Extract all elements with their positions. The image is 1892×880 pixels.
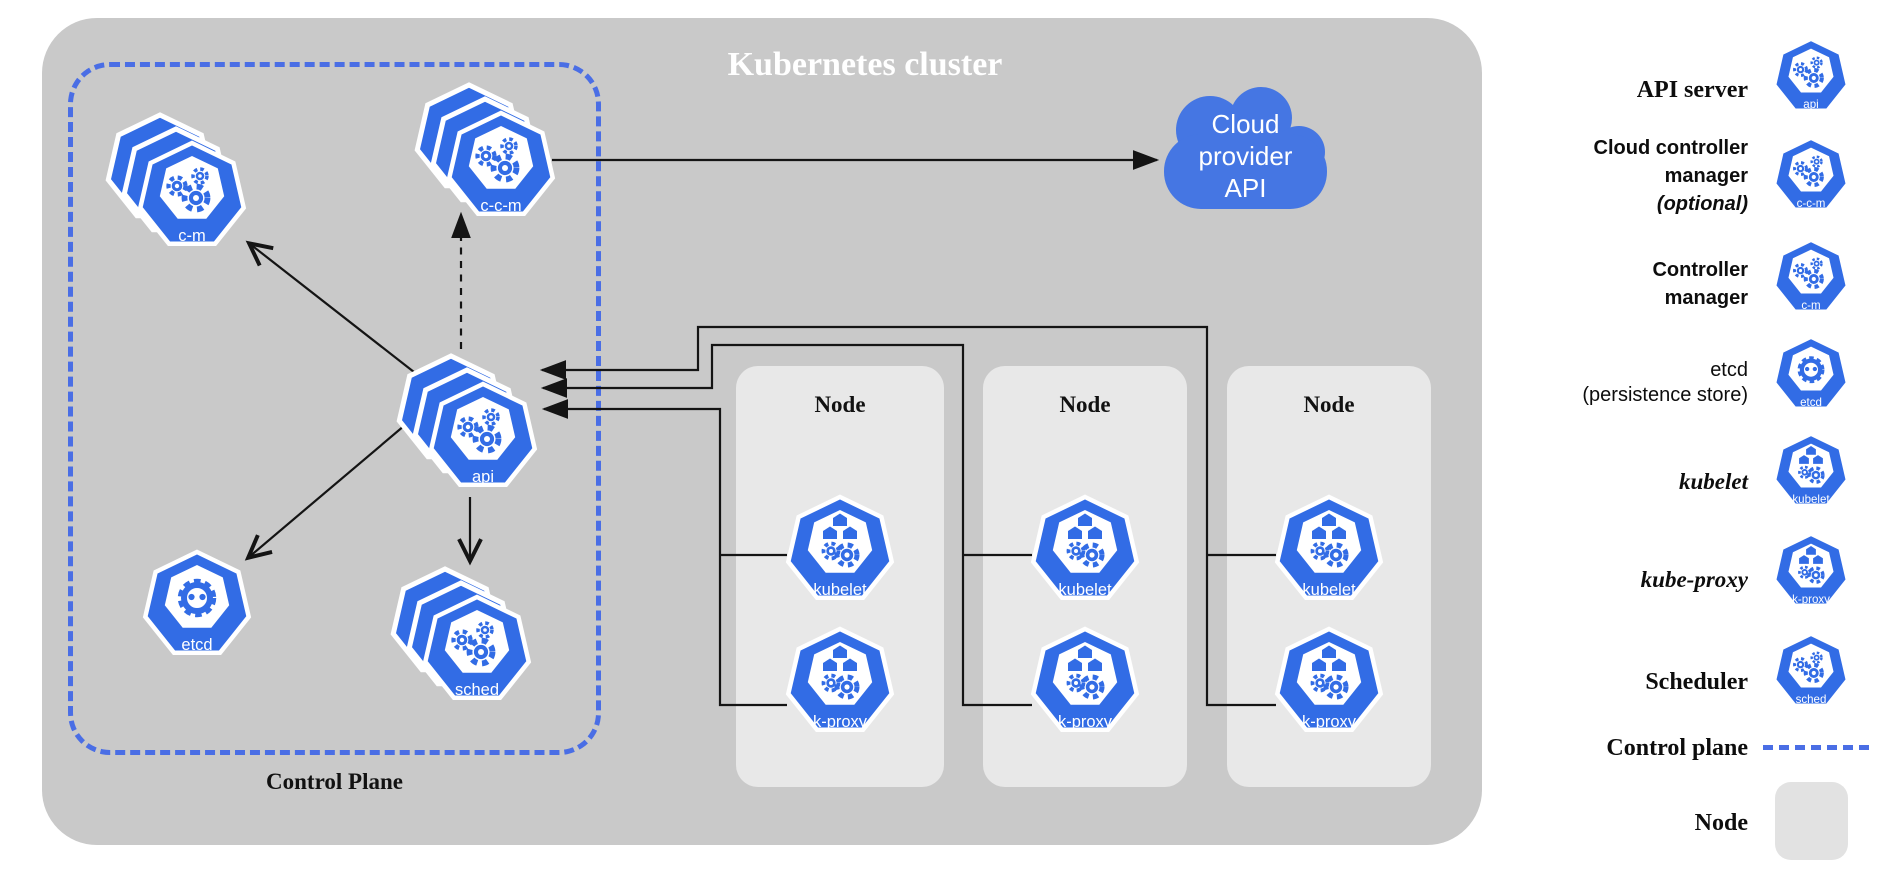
svg-text:k-proxy: k-proxy	[1058, 713, 1113, 731]
svg-text:api: api	[472, 468, 494, 486]
svg-text:kubelet: kubelet	[1058, 581, 1112, 599]
legend-label-line: (persistence store)	[1582, 384, 1748, 406]
legend-label-line: manager	[1664, 287, 1748, 309]
cloud-label-line2: provider	[1198, 141, 1293, 171]
legend-icon-kubelet: kubelet	[1741, 403, 1859, 526]
node-title: Node	[1303, 392, 1355, 417]
kube-proxy-icon-node1: k-proxy	[740, 584, 908, 757]
legend-label-control-plane: Control plane	[1606, 734, 1748, 762]
kubelet-icon-node1: kubelet	[740, 452, 908, 625]
svg-text:sched: sched	[455, 681, 499, 699]
svg-text:kubelet: kubelet	[813, 581, 867, 599]
cloud-controller-manager-icon: c-c-m	[401, 68, 569, 241]
legend-label-line: Cloud controller	[1593, 137, 1748, 159]
legend-label-cloud-controller: Cloud controller manager (optional)	[1594, 134, 1748, 218]
legend-label-controller: Controller manager	[1652, 256, 1748, 312]
cloud-icon	[1164, 87, 1327, 209]
legend-icon-sched: sched	[1741, 603, 1859, 726]
legend-label-line: API server	[1636, 77, 1748, 103]
kube-proxy-icon-node2: k-proxy	[985, 584, 1153, 757]
svg-text:etcd: etcd	[181, 636, 212, 654]
kubelet-icon-node3: kubelet	[1229, 452, 1397, 625]
svg-text:etcd: etcd	[1800, 397, 1822, 409]
kube-proxy-icon-node3: k-proxy	[1229, 584, 1397, 757]
svg-text:c-m: c-m	[1801, 300, 1820, 312]
legend-label-line: Scheduler	[1645, 669, 1748, 695]
svg-text:k-proxy: k-proxy	[1302, 713, 1357, 731]
svg-text:c-m: c-m	[178, 227, 206, 245]
legend-icon-api: api	[1741, 8, 1859, 131]
legend-label-etcd: etcd (persistence store)	[1582, 358, 1748, 408]
legend-node-swatch	[1775, 782, 1848, 860]
etcd-icon: etcd	[97, 507, 265, 680]
legend-icon-c-c-m: c-c-m	[1741, 107, 1859, 230]
node-title: Node	[814, 392, 866, 417]
svg-text:kubelet: kubelet	[1302, 581, 1356, 599]
legend-label-api-server: API server	[1637, 76, 1748, 104]
legend-icon-c-m: c-m	[1741, 209, 1859, 332]
svg-text:c-c-m: c-c-m	[480, 197, 521, 215]
svg-text:k-proxy: k-proxy	[813, 713, 868, 731]
svg-text:c-c-m: c-c-m	[1797, 198, 1826, 210]
control-plane-label: Control Plane	[266, 769, 403, 794]
legend-label-line: (optional)	[1656, 193, 1748, 215]
cloud-provider-api-shape	[1164, 87, 1327, 209]
svg-text:kubelet: kubelet	[1792, 494, 1830, 506]
legend-label-line: Controller	[1652, 259, 1748, 281]
legend-label-scheduler: Scheduler	[1645, 668, 1748, 696]
scheduler-icon: sched	[377, 552, 545, 725]
cloud-label-line3: API	[1224, 173, 1267, 203]
node-title: Node	[1059, 392, 1111, 417]
svg-text:k-proxy: k-proxy	[1792, 594, 1830, 606]
legend-label-line: Control plane	[1606, 735, 1748, 761]
legend-icon-etcd: etcd	[1741, 306, 1859, 429]
cloud-label-line1: Cloud	[1211, 109, 1280, 139]
legend-control-plane-dash-sample	[1763, 745, 1869, 750]
kubelet-icon-node2: kubelet	[985, 452, 1153, 625]
legend-label-line: etcd	[1710, 359, 1748, 381]
api-server-icon: api	[383, 339, 551, 512]
legend-icon-k-proxy: k-proxy	[1741, 503, 1859, 626]
legend-label-line: Node	[1694, 810, 1748, 836]
legend-label-line: kubelet	[1679, 469, 1748, 494]
cloud-provider-api-label: Cloud provider API	[1158, 108, 1333, 204]
cluster-title: Kubernetes cluster	[727, 46, 1003, 83]
svg-text:sched: sched	[1796, 694, 1827, 706]
legend-label-kubelet: kubelet	[1679, 469, 1748, 495]
legend-label-kube-proxy: kube-proxy	[1641, 567, 1748, 593]
svg-text:api: api	[1803, 99, 1818, 111]
legend-label-line: manager	[1664, 165, 1748, 187]
legend-label-node: Node	[1695, 809, 1748, 837]
controller-manager-icon: c-m	[92, 98, 260, 271]
legend-label-line: kube-proxy	[1640, 567, 1748, 592]
